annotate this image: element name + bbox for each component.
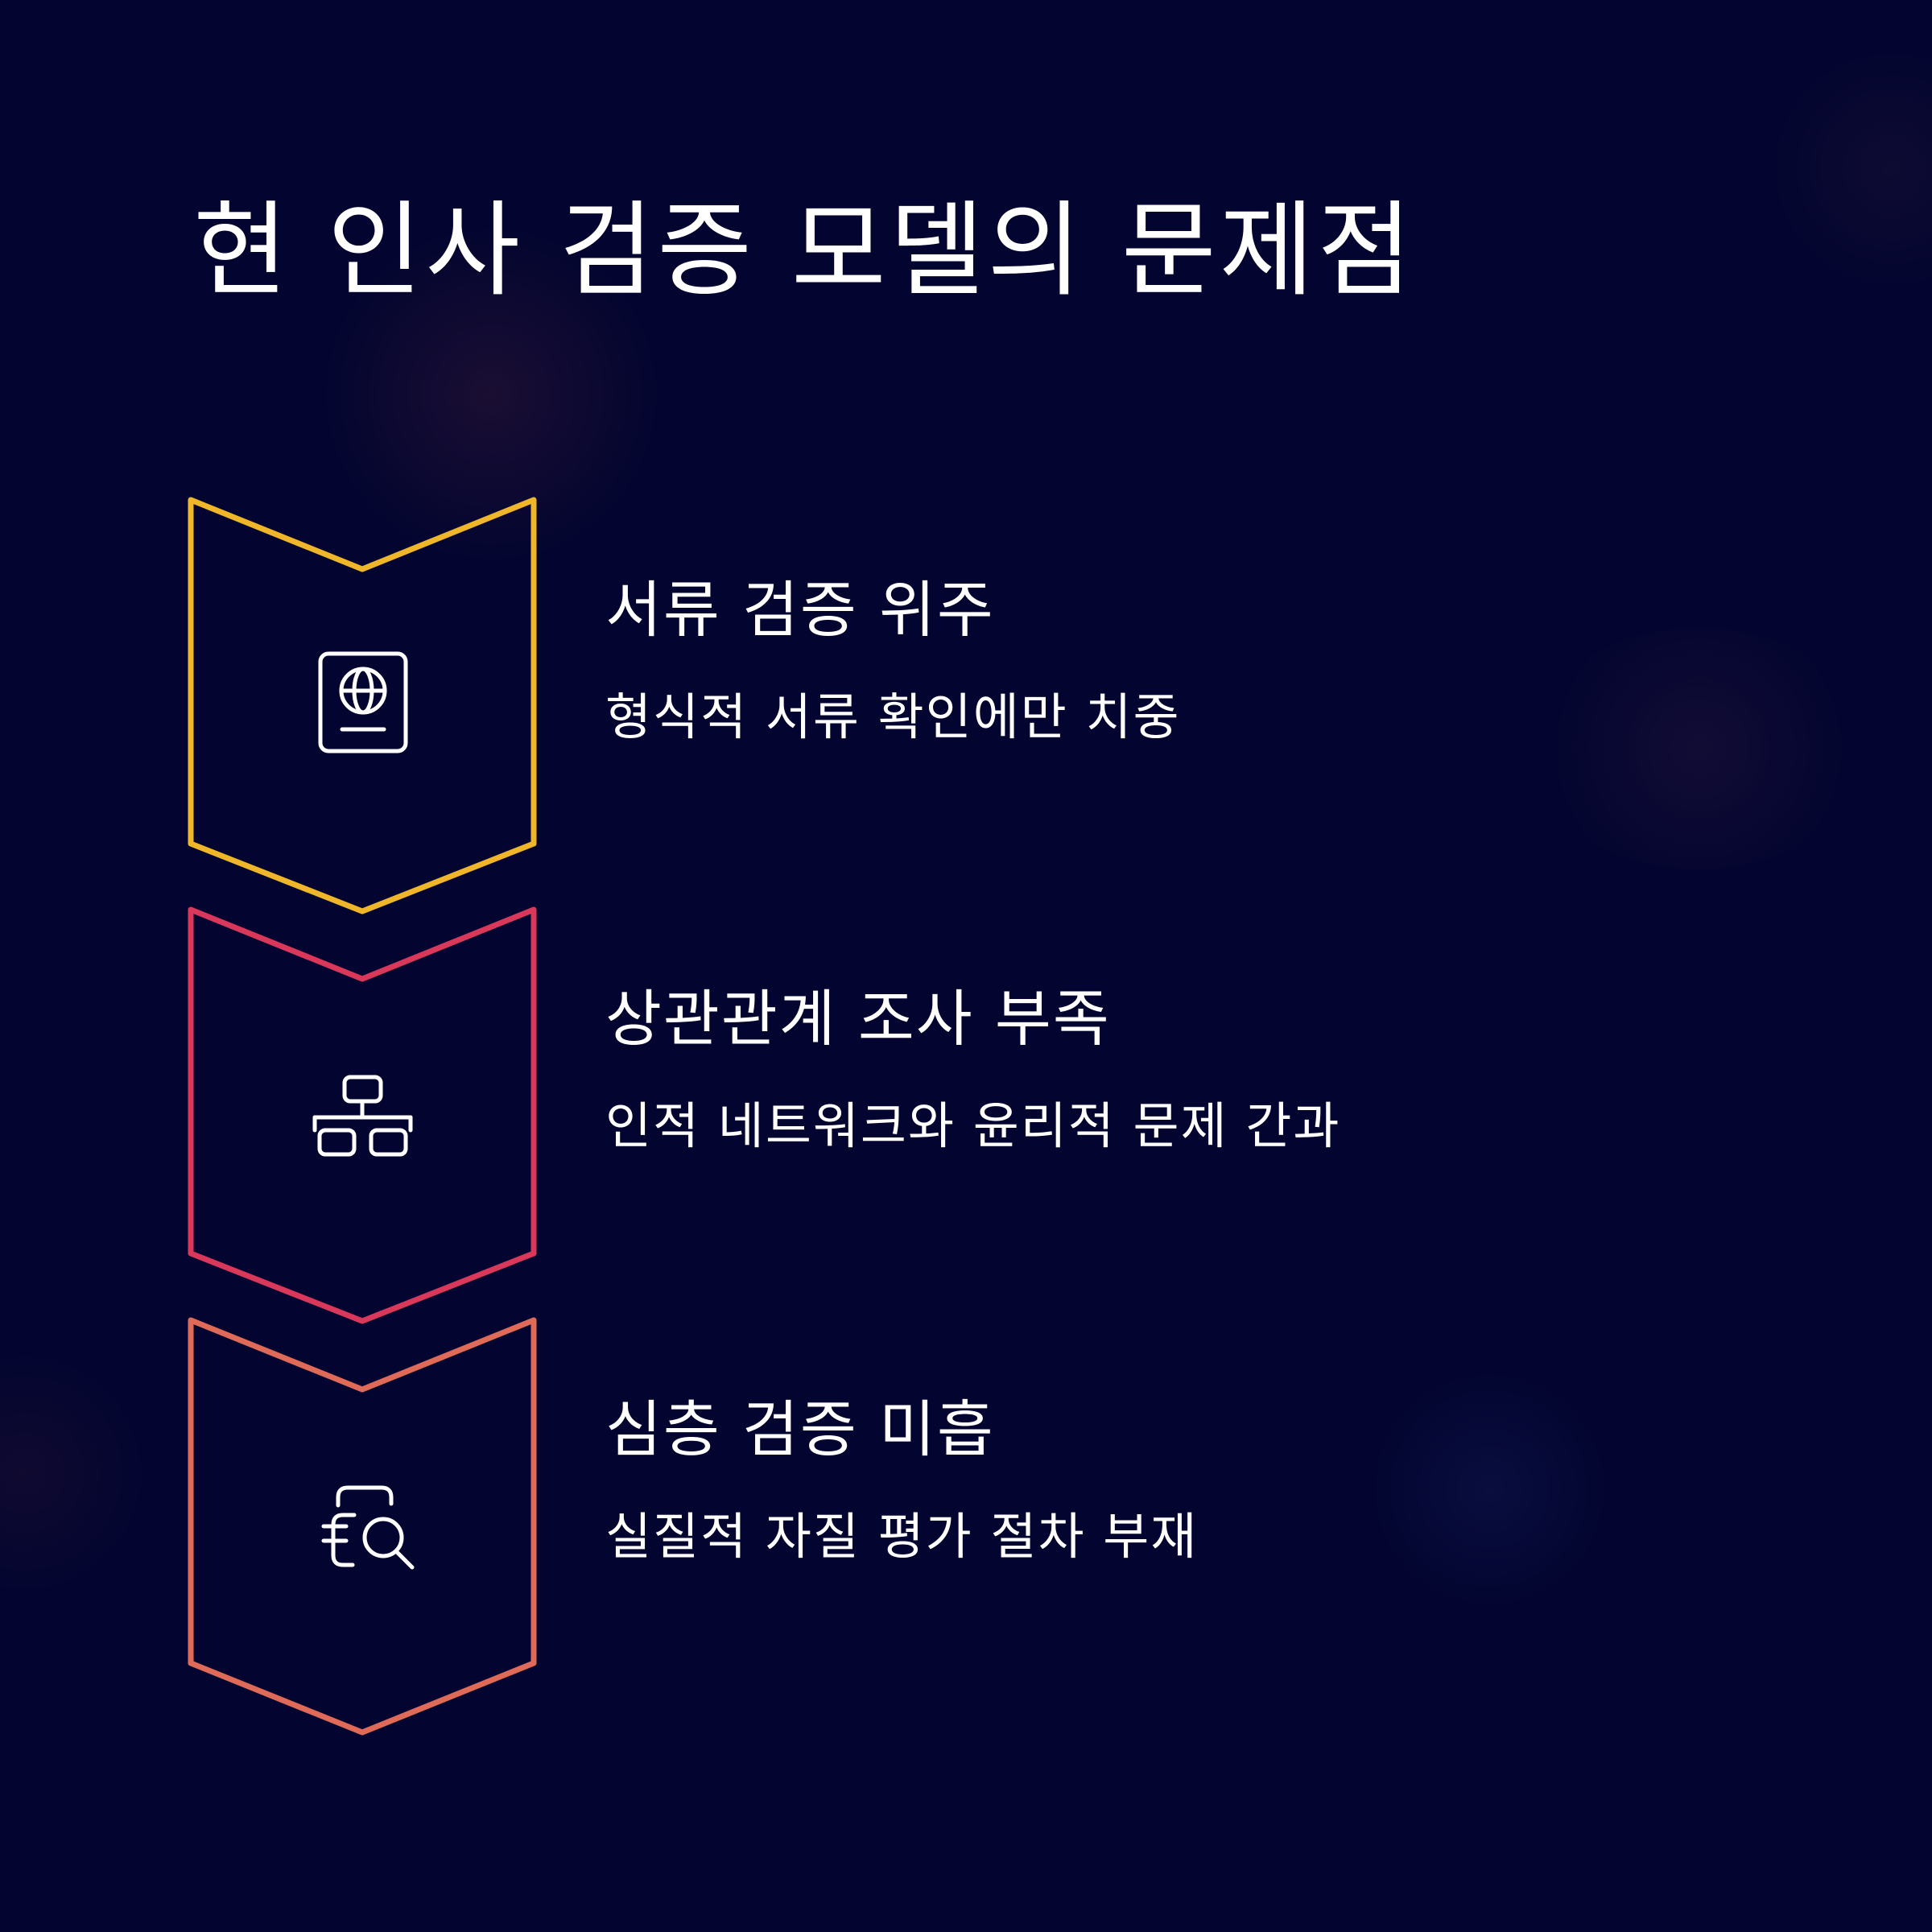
step-3-text: 심층 검증 미흡 실질적 자질 평가 절차 부재 xyxy=(605,1399,1198,1562)
step-heading: 서류 검증 위주 xyxy=(605,574,995,646)
step-description: 실질적 자질 평가 절차 부재 xyxy=(605,1507,1199,1566)
step-1-chevron xyxy=(188,497,537,914)
step-description: 형식적 서류 확인에만 치중 xyxy=(605,687,1181,746)
passport-icon xyxy=(318,651,408,753)
step-heading: 심층 검증 미흡 xyxy=(605,1393,995,1465)
step-description: 인적 네트워크와 윤리적 문제 간과 xyxy=(605,1096,1341,1155)
step-1-text: 서류 검증 위주 형식적 서류 확인에만 치중 xyxy=(605,580,1181,742)
step-2-chevron xyxy=(188,906,537,1324)
page-title: 현 인사 검증 모델의 문제점 xyxy=(193,191,1416,311)
step-heading: 상관관계 조사 부족 xyxy=(605,983,1111,1055)
network-icon xyxy=(312,1075,413,1157)
document-search-icon xyxy=(321,1485,415,1570)
step-3-chevron xyxy=(188,1317,537,1736)
step-2-text: 상관관계 조사 부족 인적 네트워크와 윤리적 문제 간과 xyxy=(605,989,1340,1151)
